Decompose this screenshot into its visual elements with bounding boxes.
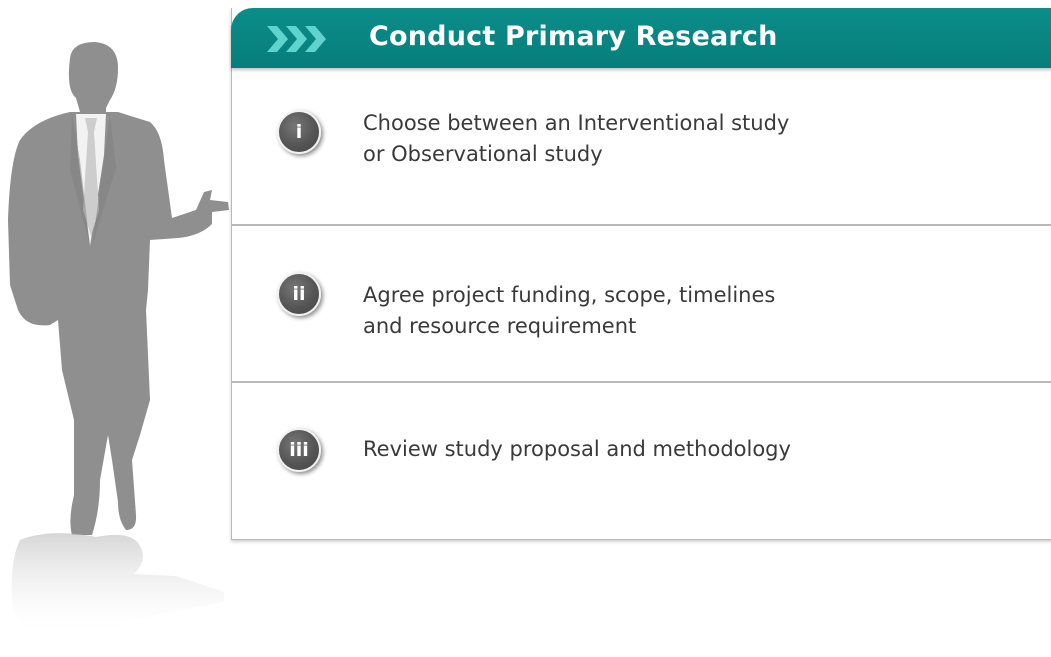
step-divider <box>232 224 1051 226</box>
step-description: Agree project funding, scope, timelines … <box>363 280 923 342</box>
step-item-2: ii Agree project funding, scope, timelin… <box>232 226 1051 383</box>
research-steps-panel: Conduct Primary Research i Choose betwee… <box>231 8 1051 540</box>
panel-header: Conduct Primary Research <box>231 8 1051 68</box>
step-text-line: and resource requirement <box>363 314 637 338</box>
step-number-badge: iii <box>277 428 321 472</box>
step-item-1: i Choose between an Interventional study… <box>232 68 1051 225</box>
panel-title: Conduct Primary Research <box>369 21 778 52</box>
step-number-badge: i <box>277 110 321 154</box>
man-pointing-icon <box>8 42 229 641</box>
presenter-silhouette <box>0 40 240 650</box>
step-text-line: Agree project funding, scope, timelines <box>363 283 776 307</box>
step-item-3: iii Review study proposal and methodolog… <box>232 383 1051 540</box>
step-divider <box>232 381 1051 383</box>
step-description: Choose between an Interventional study o… <box>363 108 923 170</box>
step-description: Review study proposal and methodology <box>363 434 923 465</box>
step-text-line: Review study proposal and methodology <box>363 437 791 461</box>
triple-chevron-right-icon <box>267 26 326 52</box>
step-text-line: Choose between an Interventional study <box>363 111 790 135</box>
step-text-line: or Observational study <box>363 142 603 166</box>
step-number-badge: ii <box>277 272 321 316</box>
